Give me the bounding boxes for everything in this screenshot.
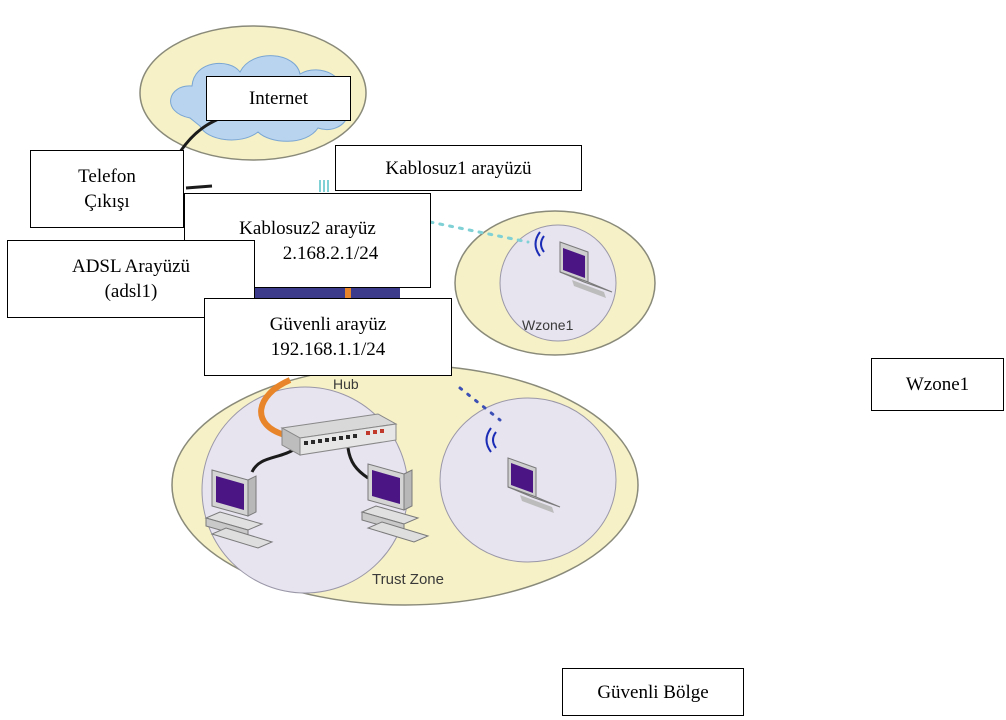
- wifi-signal-icon: [485, 427, 497, 453]
- wireless-link-wzone: [428, 220, 530, 244]
- kablosuz2-line1: Kablosuz2 arayüz: [239, 217, 376, 239]
- telefon-line2: Çıkışı: [84, 191, 130, 212]
- guvenli-arayuz-callout: Güvenli arayüz 192.168.1.1/24: [204, 298, 452, 376]
- guvenli-bolge-callout: Güvenli Bölge: [562, 668, 744, 716]
- hub-cable-right: [346, 447, 369, 480]
- adsl-line1: ADSL Arayüzü: [71, 256, 191, 277]
- wzone-laptop-icon: [559, 241, 613, 298]
- wireless-link-trust: [458, 386, 502, 422]
- antenna-signal-icon: [319, 180, 329, 192]
- guvenli-line2: 192.168.1.1/24: [270, 339, 386, 360]
- guvenli-line1: Güvenli arayüz: [269, 314, 387, 335]
- desktop-computer-icon: [360, 463, 430, 543]
- telefon-callout: Telefon Çıkışı: [30, 150, 184, 228]
- wifi-signal-icon: [534, 231, 545, 257]
- network-hub-icon: [280, 413, 398, 456]
- internet-label: Internet: [248, 88, 309, 109]
- kablosuz1-callout: Kablosuz1 arayüzü: [335, 145, 582, 191]
- adsl-line2: (adsl1): [104, 281, 158, 302]
- desktop-computer-icon: [204, 469, 274, 549]
- hub-label: Hub: [333, 376, 359, 392]
- wzone1-callout-label: Wzone1: [905, 374, 970, 395]
- trust-zone-label: Trust Zone: [372, 571, 444, 588]
- telefon-line1: Telefon: [78, 166, 136, 187]
- kablosuz1-label: Kablosuz1 arayüzü: [385, 157, 532, 179]
- internet-callout: Internet: [206, 76, 351, 121]
- orange-cable: [258, 377, 292, 438]
- router-wire: [185, 184, 213, 190]
- wzone1-callout: Wzone1: [871, 358, 1004, 411]
- trust-laptop-icon: [507, 457, 561, 513]
- guvenli-bolge-label: Güvenli Bölge: [597, 681, 709, 703]
- kablosuz2-line2: 2.168.2.1/24: [282, 242, 379, 264]
- wzone1-diagram-label: Wzone1: [522, 317, 574, 333]
